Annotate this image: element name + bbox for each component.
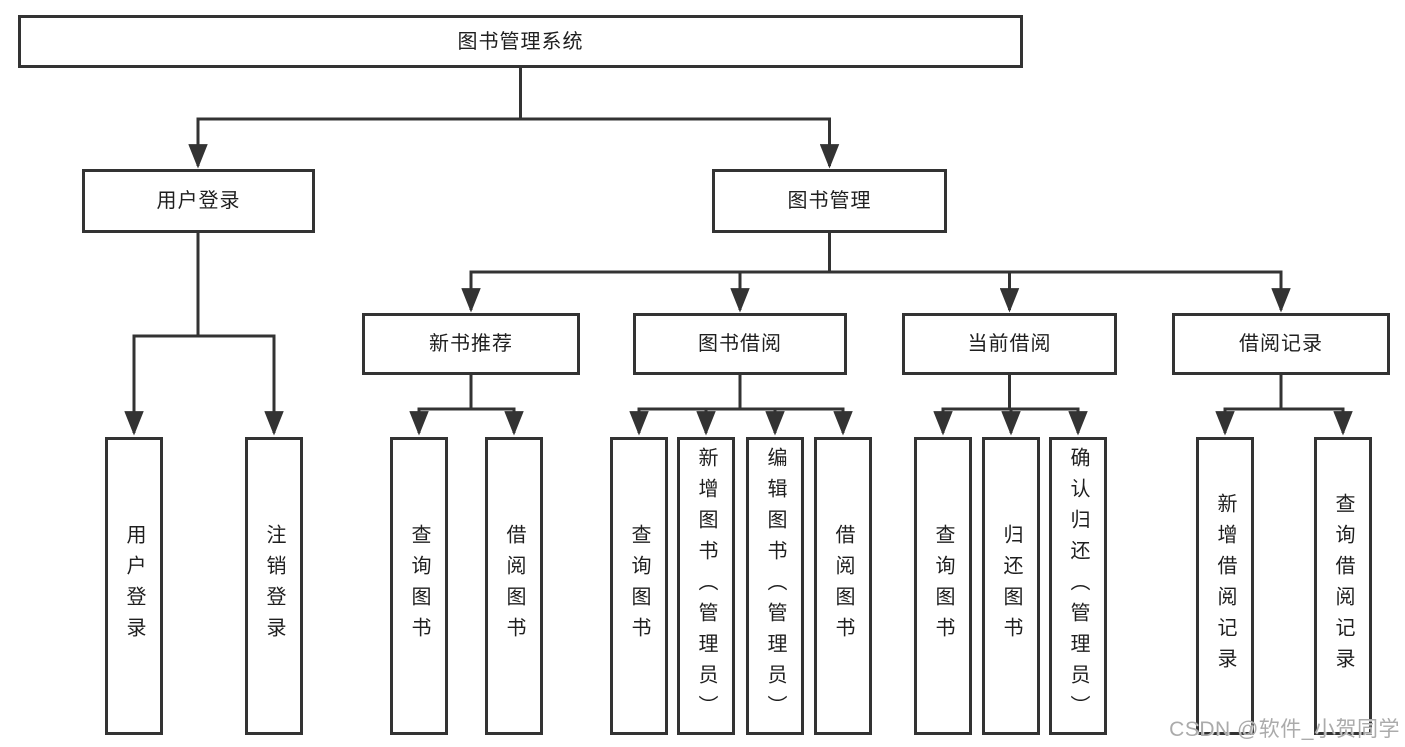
node-leaf-logout: 注销登录 xyxy=(245,437,303,735)
node-book-borrow: 图书借阅 xyxy=(633,313,847,375)
node-leaf-query-book-3-label: 查询图书 xyxy=(932,524,954,648)
node-root-label: 图书管理系统 xyxy=(457,30,584,53)
node-leaf-user-login: 用户登录 xyxy=(105,437,163,735)
node-leaf-return-book: 归还图书 xyxy=(982,437,1040,735)
node-leaf-borrow-book-2: 借阅图书 xyxy=(814,437,872,735)
node-leaf-borrow-book-1: 借阅图书 xyxy=(485,437,543,735)
node-borrow-records-label: 借阅记录 xyxy=(1239,333,1323,355)
node-current-borrow: 当前借阅 xyxy=(902,313,1117,375)
csdn-watermark: CSDN @软件_小贺同学 xyxy=(1169,718,1400,741)
node-new-book-rec-label: 新书推荐 xyxy=(429,333,513,355)
node-current-borrow-label: 当前借阅 xyxy=(967,333,1052,355)
connector-book-mgmt-to-level3 xyxy=(461,232,1291,313)
node-leaf-borrow-book-2-label: 借阅图书 xyxy=(832,524,854,648)
connector-root-to-level2 xyxy=(188,68,840,169)
node-book-mgmt-label: 图书管理 xyxy=(787,190,872,212)
connector-book-borrow-to-leaves xyxy=(629,375,853,436)
node-leaf-query-book-2-label: 查询图书 xyxy=(628,524,650,648)
node-user-login-label: 用户登录 xyxy=(156,190,241,212)
node-leaf-return-book-label: 归还图书 xyxy=(1000,524,1022,648)
node-leaf-add-borrow-record: 新增借阅记录 xyxy=(1196,437,1254,735)
node-leaf-logout-label: 注销登录 xyxy=(263,524,285,648)
node-borrow-records: 借阅记录 xyxy=(1172,313,1390,375)
node-leaf-add-borrow-record-label: 新增借阅记录 xyxy=(1214,493,1236,679)
node-leaf-confirm-return-label: 确认归还（管理员） xyxy=(1067,446,1089,726)
node-leaf-add-book-label: 新增图书（管理员） xyxy=(695,446,717,726)
node-leaf-query-book-1: 查询图书 xyxy=(390,437,448,735)
node-leaf-user-login-label: 用户登录 xyxy=(123,524,145,648)
connector-current-borrow-to-leaves xyxy=(933,375,1088,436)
node-leaf-query-book-3: 查询图书 xyxy=(914,437,972,735)
node-leaf-query-borrow-record-label: 查询借阅记录 xyxy=(1332,493,1354,679)
connector-user-login-to-leaves xyxy=(124,233,284,436)
node-leaf-query-book-2: 查询图书 xyxy=(610,437,668,735)
node-user-login: 用户登录 xyxy=(82,169,315,233)
node-leaf-borrow-book-1-label: 借阅图书 xyxy=(503,524,525,648)
node-leaf-edit-book: 编辑图书（管理员） xyxy=(746,437,804,735)
node-root: 图书管理系统 xyxy=(18,15,1023,68)
node-leaf-confirm-return: 确认归还（管理员） xyxy=(1049,437,1107,735)
node-new-book-rec: 新书推荐 xyxy=(362,313,580,375)
node-leaf-query-book-1-label: 查询图书 xyxy=(408,524,430,648)
node-leaf-query-borrow-record: 查询借阅记录 xyxy=(1314,437,1372,735)
node-leaf-add-book: 新增图书（管理员） xyxy=(677,437,735,735)
node-book-borrow-label: 图书借阅 xyxy=(698,333,782,355)
connector-new-book-rec-to-leaves xyxy=(409,375,524,436)
connector-borrow-records-to-leaves xyxy=(1215,375,1353,436)
node-leaf-edit-book-label: 编辑图书（管理员） xyxy=(764,446,786,726)
node-book-mgmt: 图书管理 xyxy=(712,169,947,233)
